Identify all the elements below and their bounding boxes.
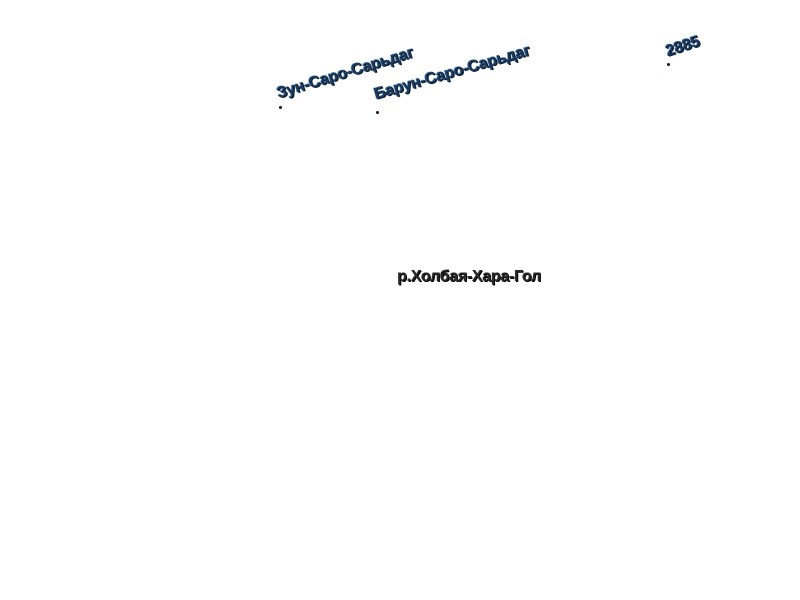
river-label: р.Холбая-Хара-Гол bbox=[397, 268, 541, 285]
elevation-label: 2885 bbox=[663, 33, 702, 61]
peak-point-marker bbox=[376, 111, 379, 114]
peak-point-marker bbox=[279, 106, 282, 109]
elevation-point-marker bbox=[667, 63, 670, 66]
